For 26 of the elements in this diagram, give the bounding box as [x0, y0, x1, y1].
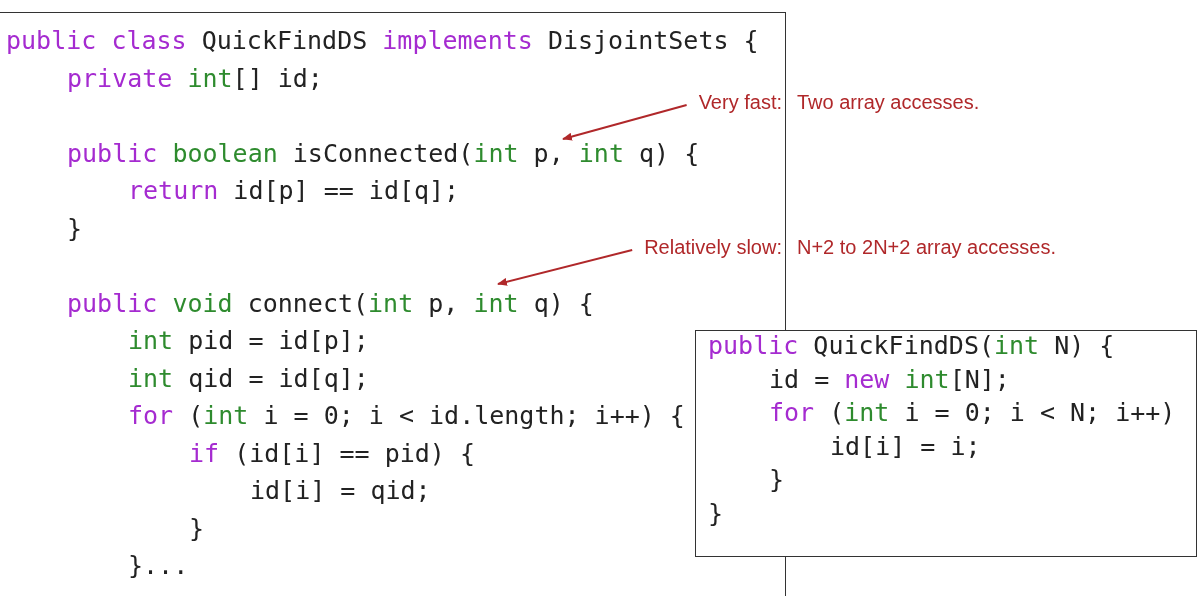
- code-line: private int[] id;: [67, 63, 323, 94]
- code-line: }: [67, 213, 83, 244]
- code-line: public class QuickFindDS implements DisjointSets {: [6, 26, 759, 56]
- code-line: for (int i = 0; i < N; i++): [769, 398, 1176, 428]
- leader-arrow: [562, 104, 688, 141]
- code-line: id[i] = i;: [830, 431, 981, 462]
- code-line: public boolean isConnected(int p, int q) {: [67, 138, 700, 169]
- code-line: public void connect(int p, int q) {: [67, 288, 594, 319]
- code-line: }: [189, 513, 205, 544]
- code-line: int qid = id[q];: [128, 363, 369, 394]
- code-line: }: [769, 465, 785, 495]
- code-line: if (id[i] == pid) {: [189, 438, 475, 469]
- code-line: }: [708, 498, 724, 529]
- annotation-text: N+2 to 2N+2 array accesses.: [797, 235, 1056, 259]
- code-line: public QuickFindDS(int N) {: [708, 331, 1115, 361]
- annotation-text: Two array accesses.: [797, 90, 980, 114]
- code-panel: [695, 330, 1197, 557]
- leader-arrow: [497, 249, 634, 286]
- code-line: for (int i = 0; i < id.length; i++) {: [128, 401, 685, 431]
- code-line: int pid = id[p];: [128, 326, 369, 356]
- code-line: id = new int[N];: [769, 364, 1010, 395]
- code-line: id[i] = qid;: [250, 476, 431, 506]
- annotation-text: Very fast:: [697, 90, 782, 114]
- annotation-text: Relatively slow:: [643, 235, 782, 259]
- code-line: return id[p] == id[q];: [128, 176, 460, 206]
- code-line: }...: [128, 551, 189, 581]
